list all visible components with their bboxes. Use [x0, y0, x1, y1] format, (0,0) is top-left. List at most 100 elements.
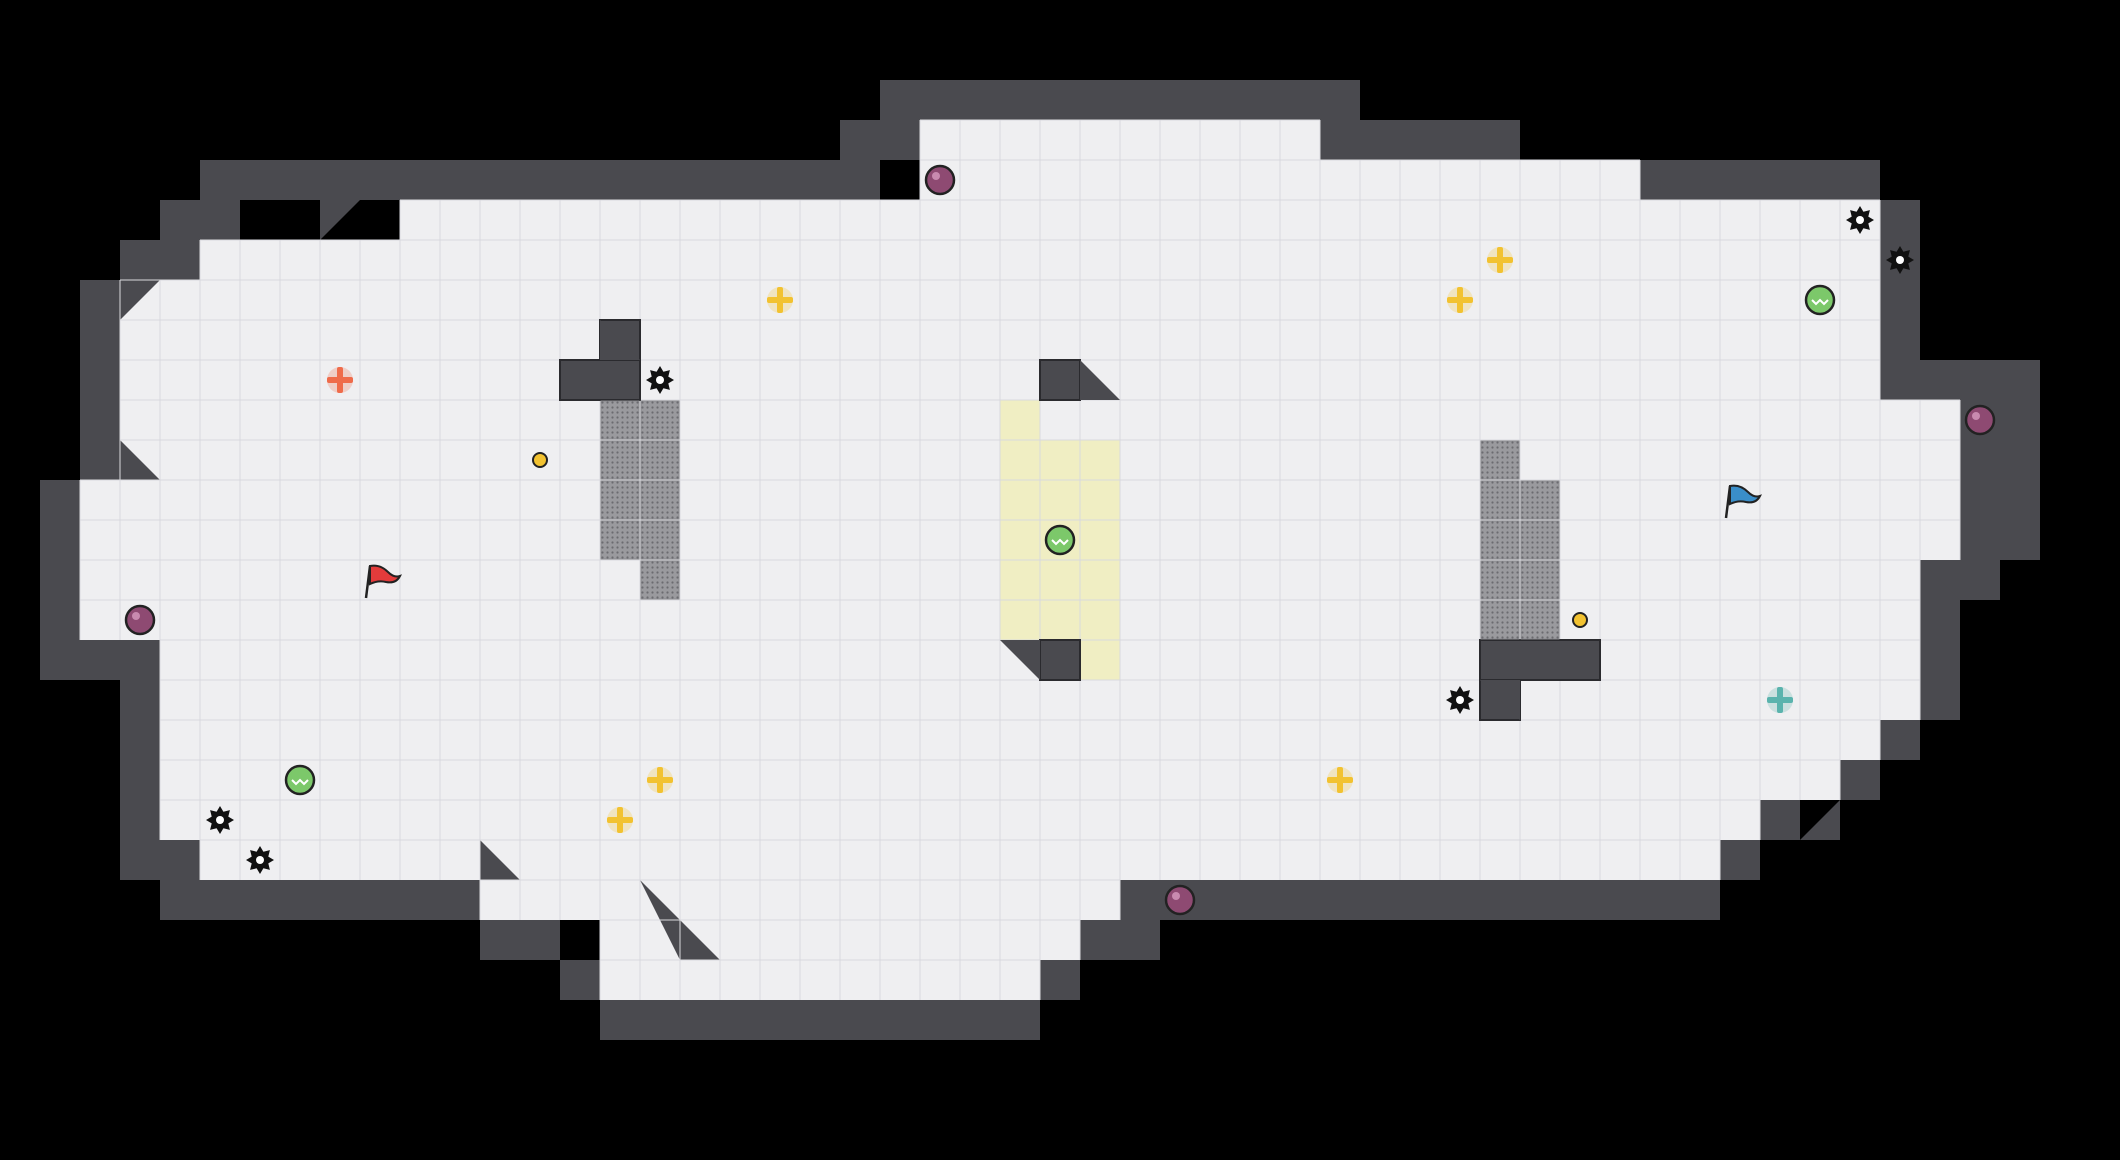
powerup-red-icon — [327, 367, 353, 393]
spike-icon — [1446, 686, 1474, 714]
mesh-tile — [640, 400, 680, 440]
wall-block — [1800, 160, 1880, 200]
gate-tile — [1080, 560, 1120, 600]
wall-corner — [120, 440, 160, 480]
gate-tile — [1000, 400, 1040, 440]
gate-tile — [1000, 560, 1040, 600]
speed-boost-icon — [1044, 524, 1076, 556]
inner-obstacles — [559, 319, 1601, 721]
wall-block — [80, 280, 120, 400]
wall-block — [1760, 800, 1800, 840]
wall-corner — [480, 840, 520, 880]
mesh-tile — [600, 400, 640, 440]
inner-wall — [1039, 639, 1081, 681]
bomb-icon — [124, 604, 156, 636]
wall-corner — [1640, 160, 1680, 200]
wall-block — [360, 160, 880, 200]
powerup-yellow-icon — [767, 287, 793, 313]
gate-tile — [1000, 480, 1040, 520]
wall-block — [1280, 80, 1360, 120]
wall-corner — [1320, 120, 1360, 160]
spike-icon — [646, 366, 674, 394]
inner-wall-corner — [1080, 360, 1120, 400]
mesh-tile — [640, 560, 680, 600]
mesh-tile — [600, 520, 640, 560]
mesh-tile — [1480, 440, 1520, 480]
wall-block — [480, 920, 560, 960]
wall-corner — [320, 200, 360, 240]
wall-block — [160, 880, 480, 920]
wall-corner — [1800, 800, 1840, 840]
wall-block — [120, 640, 160, 840]
mesh-tile — [640, 520, 680, 560]
mesh-tile — [1520, 480, 1560, 520]
inner-wall — [1479, 639, 1601, 681]
wall-corner — [1880, 720, 1920, 760]
wall-block — [1920, 360, 2040, 400]
gate-tile — [1000, 440, 1040, 480]
powerup-teal-icon — [1767, 687, 1793, 713]
floor-row — [1360, 160, 1640, 200]
bomb-icon — [1964, 404, 1996, 436]
flag-stand-icon — [532, 452, 548, 468]
mesh-tile — [640, 480, 680, 520]
entity-layer — [124, 164, 1996, 916]
mesh-tile — [1520, 600, 1560, 640]
wall-block — [840, 120, 920, 160]
mesh-tile — [1520, 520, 1560, 560]
wall-block — [120, 240, 200, 280]
gate-tile — [1080, 600, 1120, 640]
wall-block — [600, 1000, 1040, 1040]
wall-block — [40, 480, 80, 600]
wall-block — [1920, 600, 1960, 720]
wall-block — [1840, 760, 1880, 800]
powerup-yellow-icon — [607, 807, 633, 833]
spike-icon — [1846, 206, 1874, 234]
wall-block — [560, 960, 600, 1000]
mesh-tile — [1520, 560, 1560, 600]
floor-row — [160, 720, 1880, 760]
floor-row — [600, 960, 1040, 1000]
gate-tile — [1080, 480, 1120, 520]
mesh-tile — [1480, 480, 1520, 520]
inner-wall-corner — [600, 320, 640, 360]
red-flag-icon — [364, 564, 402, 599]
spike-icon — [246, 846, 274, 874]
floor-row — [400, 200, 1640, 240]
mesh-tile — [600, 440, 640, 480]
inner-wall-corner — [1000, 640, 1040, 680]
gate-tile — [1040, 600, 1080, 640]
wall-block — [1040, 960, 1080, 1000]
gate-zone-layer — [1000, 400, 1120, 680]
wall-block — [160, 200, 240, 240]
wall-block — [1120, 880, 1720, 920]
mesh-tile — [640, 440, 680, 480]
wall-block — [1080, 920, 1160, 960]
gate-tile — [1000, 520, 1040, 560]
powerup-yellow-icon — [1487, 247, 1513, 273]
spike-icon — [206, 806, 234, 834]
wall-corner — [1920, 560, 1960, 600]
wall-block — [80, 400, 120, 480]
wall-block — [1880, 200, 1920, 240]
gate-tile — [1080, 440, 1120, 480]
bomb-icon — [924, 164, 956, 196]
spike-icon — [1886, 246, 1914, 274]
wall-corner — [120, 280, 160, 320]
mesh-tile — [1480, 560, 1520, 600]
inner-wall — [1039, 359, 1081, 401]
gate-tile — [1080, 520, 1120, 560]
gate-tile — [1080, 640, 1120, 680]
powerup-yellow-icon — [1447, 287, 1473, 313]
wall-block — [1720, 840, 1760, 880]
speed-boost-icon — [284, 764, 316, 796]
powerup-yellow-icon — [1327, 767, 1353, 793]
gate-tile — [1040, 480, 1080, 520]
mesh-tile — [1480, 520, 1520, 560]
wall-block — [120, 840, 200, 880]
speed-boost-icon — [1804, 284, 1836, 316]
bomb-icon — [1164, 884, 1196, 916]
flag-stand-icon — [1572, 612, 1588, 628]
